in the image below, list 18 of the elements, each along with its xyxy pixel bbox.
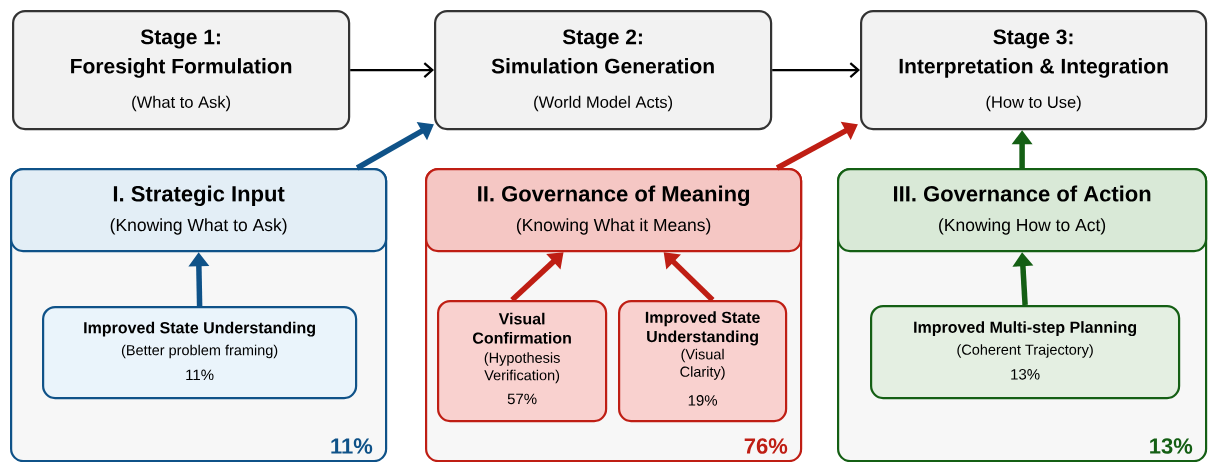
arrow xyxy=(775,121,858,171)
percentage: 11% xyxy=(331,438,373,454)
arrow xyxy=(355,122,434,171)
header-box: II. Governance of Meaning (Knowing What it Means) xyxy=(425,168,803,253)
factor-box: Improved Multi-step Planning (Coherent Trajectory) 13% xyxy=(870,305,1181,400)
stage-box: Stage 1: Foresight Formulation (What to Ask) xyxy=(12,10,351,131)
factor-box: Improved State Understanding (Visual Clarity) 19% xyxy=(618,300,788,423)
header-box: III. Governance of Action (Knowing How to Act) xyxy=(837,168,1208,253)
arrow xyxy=(510,252,564,302)
stage-box: Stage 2: Simulation Generation (World Model Acts) xyxy=(434,10,773,131)
arrow xyxy=(772,62,860,78)
stage-box: Stage 3: Interpretation & Integration (How to Use) xyxy=(860,10,1208,131)
header-box: I. Strategic Input (Knowing What to Ask) xyxy=(10,168,388,253)
factor-box: Visual Confirmation (Hypothesis Verification) 57% xyxy=(437,300,608,423)
arrow xyxy=(350,62,434,78)
percentage: 13% xyxy=(1150,438,1193,454)
factor-box: Improved State Understanding (Better problem framing) 11% xyxy=(42,306,358,400)
percentage: 76% xyxy=(744,438,788,454)
